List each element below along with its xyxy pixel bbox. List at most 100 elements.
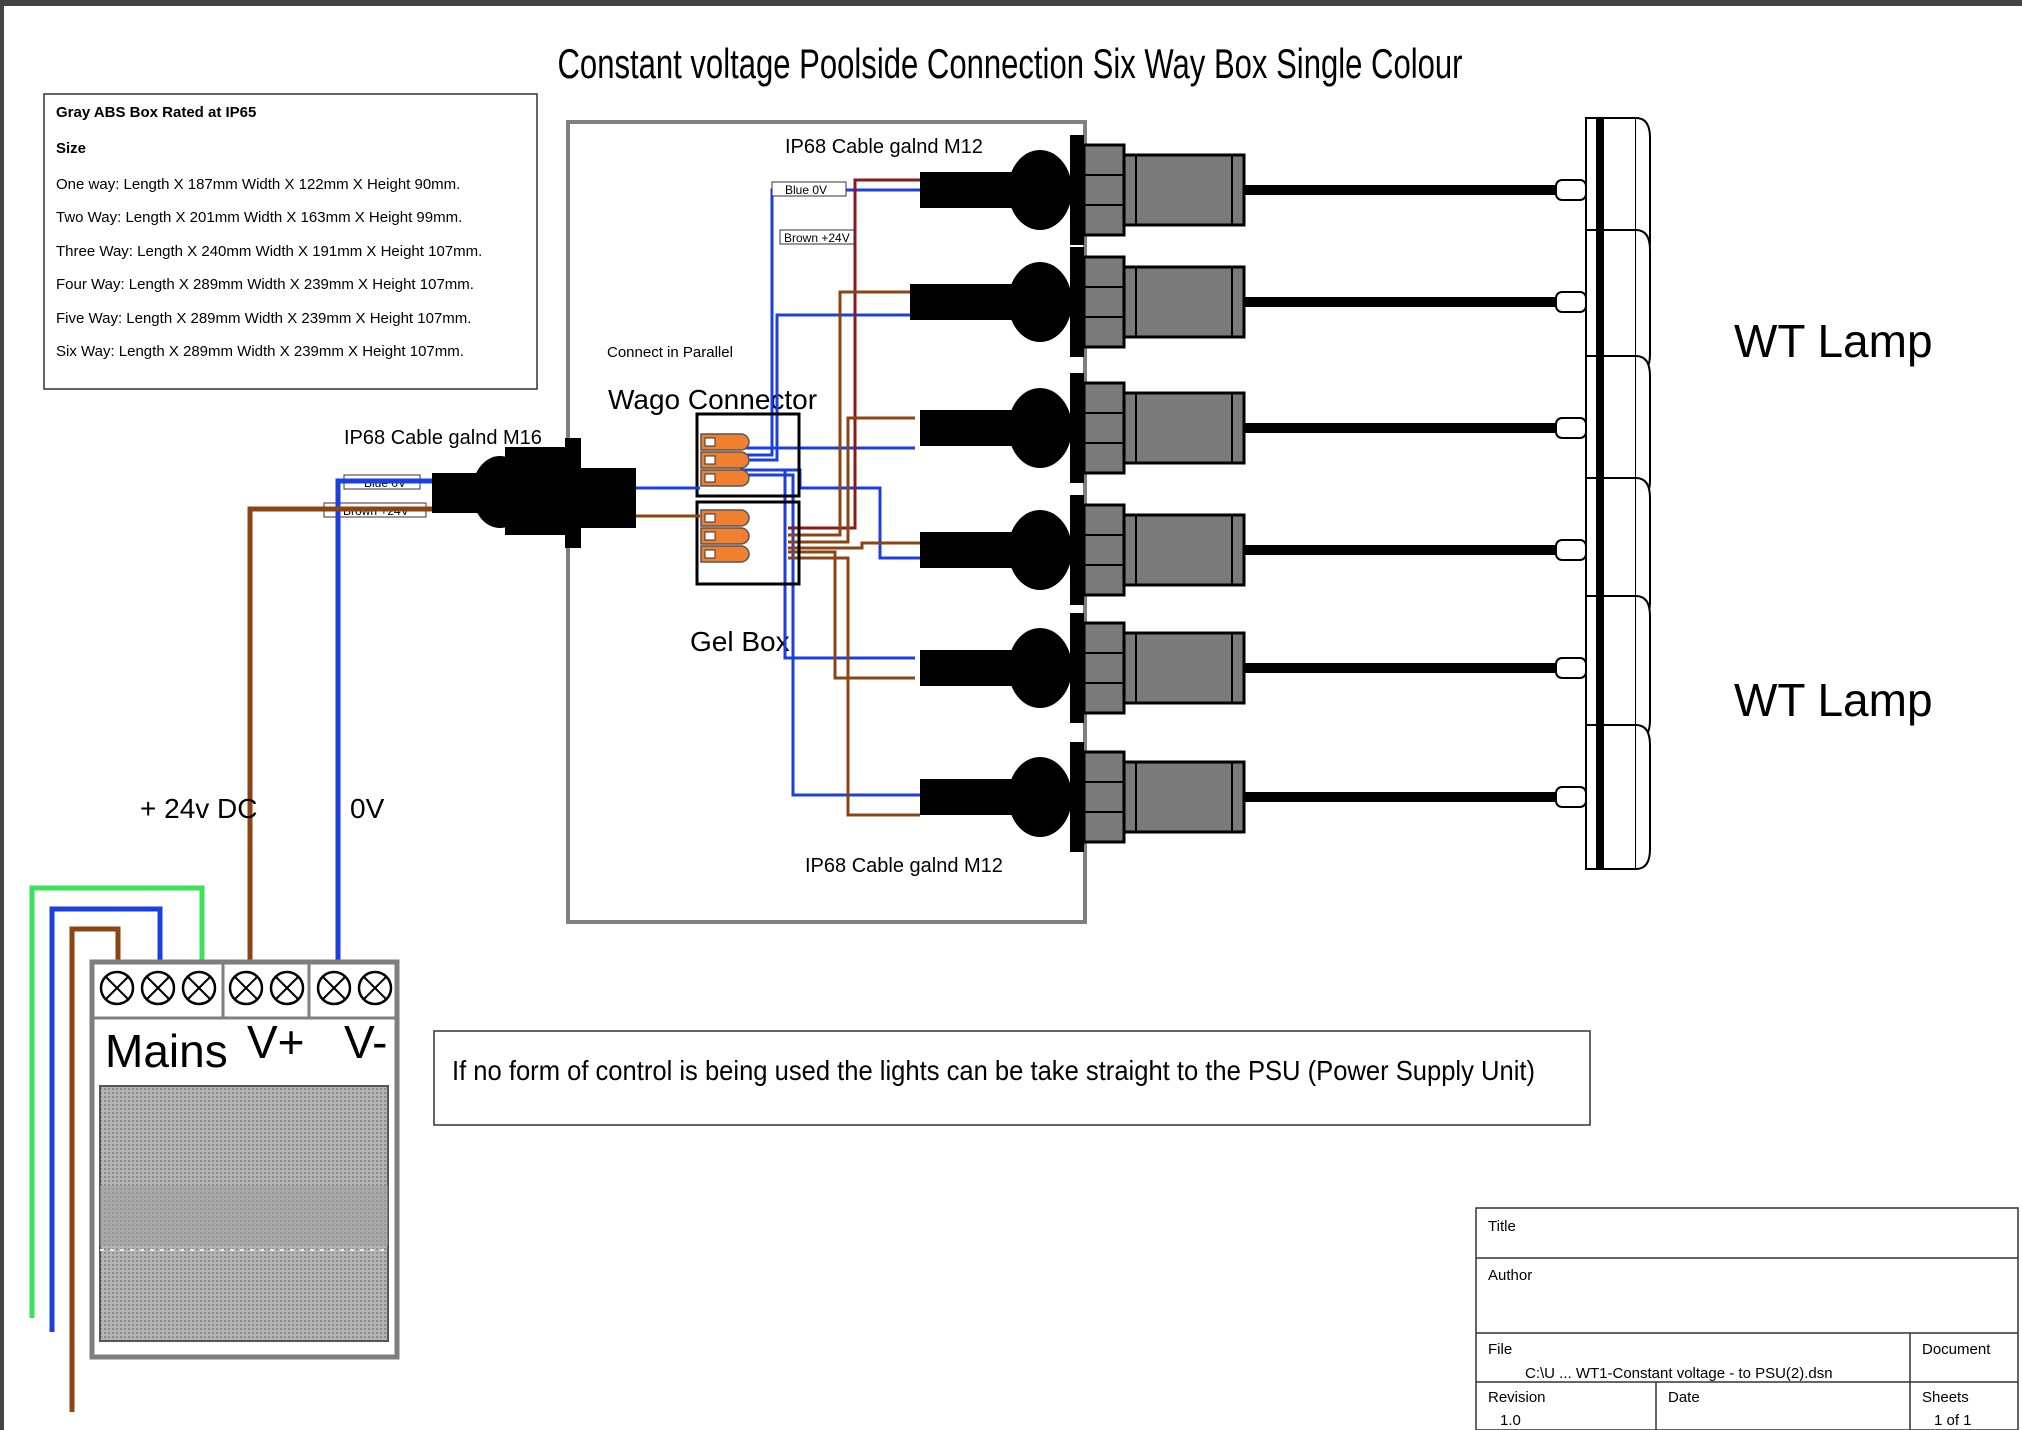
title-block-document-label: Document [1922,1341,1991,1358]
brown-wire-lamp-1 [788,178,925,530]
title-block-title-label: Title [1488,1218,1516,1235]
brown-wire-lamp-5 [788,550,915,680]
blue-wire-lamp-2 [740,313,910,462]
brown-24v-run [247,506,432,972]
wt-lamp-body-6 [1585,724,1637,870]
wt-lamp-face-2 [1635,229,1651,375]
wago-connector-bottom [695,500,801,586]
brown-wire-lamp-6 [788,556,920,817]
brown-wire-lamp-4 [788,541,920,550]
blue-wire-lamp-4 [745,468,920,560]
gland-sleeve-2 [1122,265,1246,339]
brown-wire-lamp-3 [788,416,915,544]
plus-24v-label: + 24v DC [140,793,258,824]
gland-nut-2 [1082,255,1126,349]
spec-line-one-way: One way: Length X 187mm Width X 122mm X … [56,176,460,193]
lamp-row-6 [920,724,1651,870]
gland-flange-5 [1070,613,1084,723]
lamp-neck-2 [1555,291,1587,313]
gland-dome-4 [1008,510,1072,590]
gland-dome-5 [1008,628,1072,708]
gland-flange-6 [1070,742,1084,852]
gel-box-label: Gel Box [690,626,790,657]
lamp-row-4 [920,477,1651,623]
lamp-row-2 [910,229,1651,375]
spec-box: Gray ABS Box Rated at IP65 Size One way:… [43,93,538,390]
wt-lamp-label-2: WT Lamp [1734,674,1933,726]
title-block-sheets-value: 1 of 1 [1934,1412,1972,1429]
lamp-neck-3 [1555,417,1587,439]
lamp-neck-5 [1555,657,1587,679]
lamp-neck-1 [1555,179,1587,201]
gland-nut-3 [1082,381,1126,475]
gland-m12-top-label: IP68 Cable galnd M12 [785,136,983,158]
wt-lamp-body-2 [1585,229,1637,375]
gland-flange-4 [1070,495,1084,605]
wago-connector-top [695,412,801,498]
blue-0v-run [335,478,432,972]
gland-flange-3 [1070,373,1084,483]
title-block-file-label: File [1488,1341,1512,1358]
m16-cable-gland [432,438,636,548]
lamp-neck-4 [1555,539,1587,561]
gland-flange-2 [1070,247,1084,357]
lamp-row-3 [920,355,1651,501]
title-block-author-label: Author [1488,1267,1532,1284]
spec-line-six-way: Six Way: Length X 289mm Width X 239mm X … [56,343,464,360]
blue-wire-lamp-5 [740,468,915,660]
title-block-revision-label: Revision [1488,1389,1546,1406]
note-box [433,1030,1591,1126]
title-block-revision-value: 1.0 [1500,1412,1521,1429]
title-block-date-label: Date [1668,1389,1700,1406]
psu-unit [89,959,400,1360]
lamp-row-1 [920,117,1651,263]
mains-neutral-wire [49,906,163,1332]
blue-wire-lamp-1 [740,188,925,457]
wt-lamp-body-5 [1585,595,1637,741]
spec-line-five-way: Five Way: Length X 289mm Width X 239mm X… [56,310,471,327]
spec-size-label: Size [56,140,86,157]
mains-live-wire [69,926,121,1412]
psu-mains-label: Mains [105,1025,228,1077]
gland-m16-label: IP68 Cable galnd M16 [344,427,542,449]
gland-nut-1 [1082,143,1126,237]
gland-sleeve-3 [1122,391,1246,465]
brown-wire-lamp-2 [788,290,910,537]
psu-vminus-label: V- [344,1016,387,1068]
zero-v-label: 0V [350,793,385,824]
psu-vplus-label: V+ [247,1016,305,1068]
gland-dome-3 [1008,388,1072,468]
wt-lamp-face-6 [1635,724,1651,870]
lamp-row-5 [920,595,1651,741]
gland-sleeve-4 [1122,513,1246,587]
gland-sleeve-1 [1122,153,1246,227]
spec-line-three-way: Three Way: Length X 240mm Width X 191mm … [56,243,482,260]
diagram-title: Constant voltage Poolside Connection Six… [558,40,1463,87]
brown-24v-tag-top: Brown +24V [784,231,850,245]
psu-terminals [99,970,393,1006]
title-block [1475,1207,2019,1430]
gland-dome-1 [1008,150,1072,230]
spec-heading: Gray ABS Box Rated at IP65 [56,104,256,121]
wt-lamp-face-5 [1635,595,1651,741]
note-text: If no form of control is being used the … [452,1055,1535,1086]
spec-line-four-way: Four Way: Length X 289mm Width X 239mm X… [56,276,474,293]
gland-dome-2 [1008,262,1072,342]
wago-label: Wago Connector [608,384,817,415]
wt-lamp-label-1: WT Lamp [1734,315,1933,367]
gland-flange-1 [1070,135,1084,245]
blue-wire-lamp-6 [740,473,920,797]
title-block-file-value: C:\U ... WT1-Constant voltage - to PSU(2… [1525,1365,1833,1382]
gland-dome-6 [1008,757,1072,837]
gland-m12-bottom-label: IP68 Cable galnd M12 [805,855,1003,877]
title-block-sheets-label: Sheets [1922,1389,1969,1406]
internal-wiring [635,178,925,817]
lamp-rows [910,117,1651,870]
gland-sleeve-5 [1122,631,1246,705]
gland-nut-6 [1082,750,1126,844]
blue-0v-tag-top: Blue 0V [785,183,827,197]
gland-sleeve-6 [1122,760,1246,834]
lamp-neck-6 [1555,786,1587,808]
